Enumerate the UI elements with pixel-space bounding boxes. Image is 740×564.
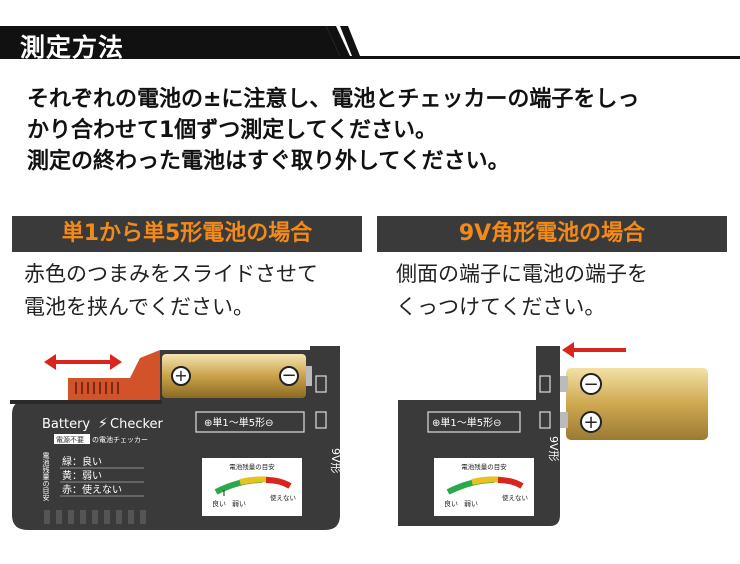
plus-icon: + (583, 412, 598, 433)
legend-vertical: 電池残量の目安 (42, 452, 50, 502)
instruction-line: 測定の終わった電池はすぐ取り外してください。 (27, 149, 510, 174)
gauge-bad: 使えない (502, 493, 528, 502)
push-arrow-icon (562, 342, 626, 358)
legend-yellow: 黄：弱い (62, 469, 102, 482)
plus-icon: + (174, 366, 187, 385)
slot-label: ⊕単1～単5形⊖ (432, 416, 501, 429)
brand-right: Checker (110, 417, 164, 432)
minus-icon: − (281, 365, 296, 386)
description-line: くっつけてください。 (396, 295, 606, 319)
gauge-good: 良い (444, 499, 458, 508)
aa-checker-illustration: + − 9V形 Battery ⚡ Checker 電源不要 の電池チェッカー … (10, 346, 342, 530)
description-line: 赤色のつまみをスライドさせて (24, 262, 318, 286)
section-header-bar (0, 26, 740, 70)
slider-knob (68, 350, 160, 402)
9v-battery-description: 側面の端子に電池の端子を くっつけてください。 (396, 258, 648, 324)
brand-left: Battery (42, 417, 90, 432)
gauge-title: 電池残量の目安 (461, 462, 507, 471)
legend-red: 赤：使えない (62, 483, 122, 496)
instruction-line: かり合わせて1個ずつ測定してください。 (27, 118, 437, 143)
slot-label: ⊕単1～単5形⊖ (204, 416, 273, 429)
description-line: 側面の端子に電池の端子を (396, 262, 648, 286)
subtitle-box: 電源不要 (56, 435, 84, 444)
gauge-bad: 使えない (270, 493, 296, 502)
gauge-weak: 弱い (232, 500, 246, 508)
gauge-weak: 弱い (464, 500, 478, 508)
page-title: 測定方法 (20, 33, 125, 62)
9v-checker-illustration: 9V形 − + ⊕単1～単5形⊖ 電池残量の目安 良い 弱い 使えない (398, 342, 708, 526)
aa-battery-description: 赤色のつまみをスライドさせて 電池を挟んでください。 (24, 258, 318, 324)
gauge-panel (202, 458, 302, 516)
legend-green: 緑：良い (62, 455, 102, 468)
aa-battery-section-title: 単1から単5形電池の場合 (12, 216, 362, 252)
9v-label: 9V形 (329, 448, 342, 474)
subtitle: の電池チェッカー (92, 435, 148, 444)
lightning-icon: ⚡ (98, 416, 108, 432)
gauge-title: 電池残量の目安 (229, 462, 275, 471)
slide-arrow-icon (44, 354, 122, 370)
aa-battery: + − (162, 354, 312, 398)
gauge-good: 良い (212, 499, 226, 508)
9v-battery: − + (560, 368, 708, 440)
gauge-panel (434, 458, 534, 516)
instructions: それぞれの電池の±に注意し、電池とチェッカーの端子をしっ かり合わせて1個ずつ測… (27, 84, 727, 177)
header-banner-graphic (0, 26, 740, 59)
description-line: 電池を挟んでください。 (24, 295, 254, 319)
instruction-line: それぞれの電池の±に注意し、電池とチェッカーの端子をしっ (27, 87, 640, 112)
9v-battery-section-title: 9V角形電池の場合 (377, 216, 727, 252)
minus-icon: − (583, 374, 598, 395)
9v-label: 9V形 (547, 436, 560, 462)
